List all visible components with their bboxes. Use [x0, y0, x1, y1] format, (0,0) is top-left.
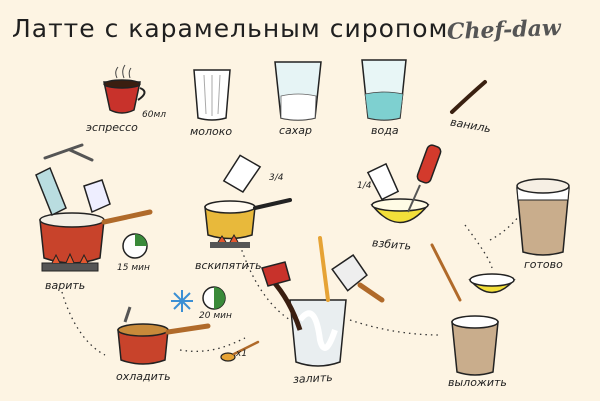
cook-saucepan-icon [35, 143, 153, 272]
flow-paths [61, 199, 531, 356]
label-milk: молоко [190, 125, 233, 138]
label-pour: залить [292, 370, 333, 387]
label-water: вода [371, 124, 399, 137]
pour-glass-icon [261, 236, 385, 367]
label-whisk-fraction: 1/4 [357, 181, 372, 191]
path-cook-to-cool [61, 291, 106, 356]
label-spoon-out: выложить [448, 376, 507, 389]
latte-glass-icon [516, 178, 570, 256]
label-cook-time: 15 мин [117, 263, 150, 273]
cool-saucepan-icon [117, 306, 211, 365]
label-boil-fraction: 3/4 [269, 173, 284, 183]
path-whisk-to-foam [464, 224, 493, 269]
spoon-out-glass-icon [430, 243, 499, 376]
label-spoon-count: x1 [236, 349, 248, 359]
timer-15-icon [122, 233, 148, 259]
sugar-glass-icon [274, 61, 322, 121]
path-to-done [489, 199, 531, 241]
label-espresso-amount: 60мл [142, 110, 166, 120]
label-boil: вскипятить [195, 259, 262, 272]
path-pour-to-spoon [349, 319, 441, 336]
milk-glass-icon [193, 69, 231, 121]
espresso-cup-icon [103, 64, 146, 114]
label-sugar: сахар [279, 124, 313, 137]
page-title: Латте с карамельным сиропом [12, 14, 449, 43]
label-done: готово [524, 258, 563, 271]
label-cool-time: 20 мин [199, 311, 232, 321]
brand-logo: Chef-daw [446, 15, 562, 45]
foam-bowl-icon [468, 273, 516, 294]
whisk-bowl-icon [366, 144, 442, 224]
timer-20-icon [202, 286, 226, 310]
label-cool: охладить [116, 370, 171, 383]
vanilla-pod-icon [450, 80, 487, 114]
label-espresso: эспрессо [86, 121, 138, 134]
water-glass-icon [361, 59, 407, 121]
snowflake-icon [171, 290, 193, 312]
spoon-icon [220, 340, 260, 362]
boil-saucepan-icon [204, 154, 292, 248]
label-cook: варить [45, 279, 86, 292]
